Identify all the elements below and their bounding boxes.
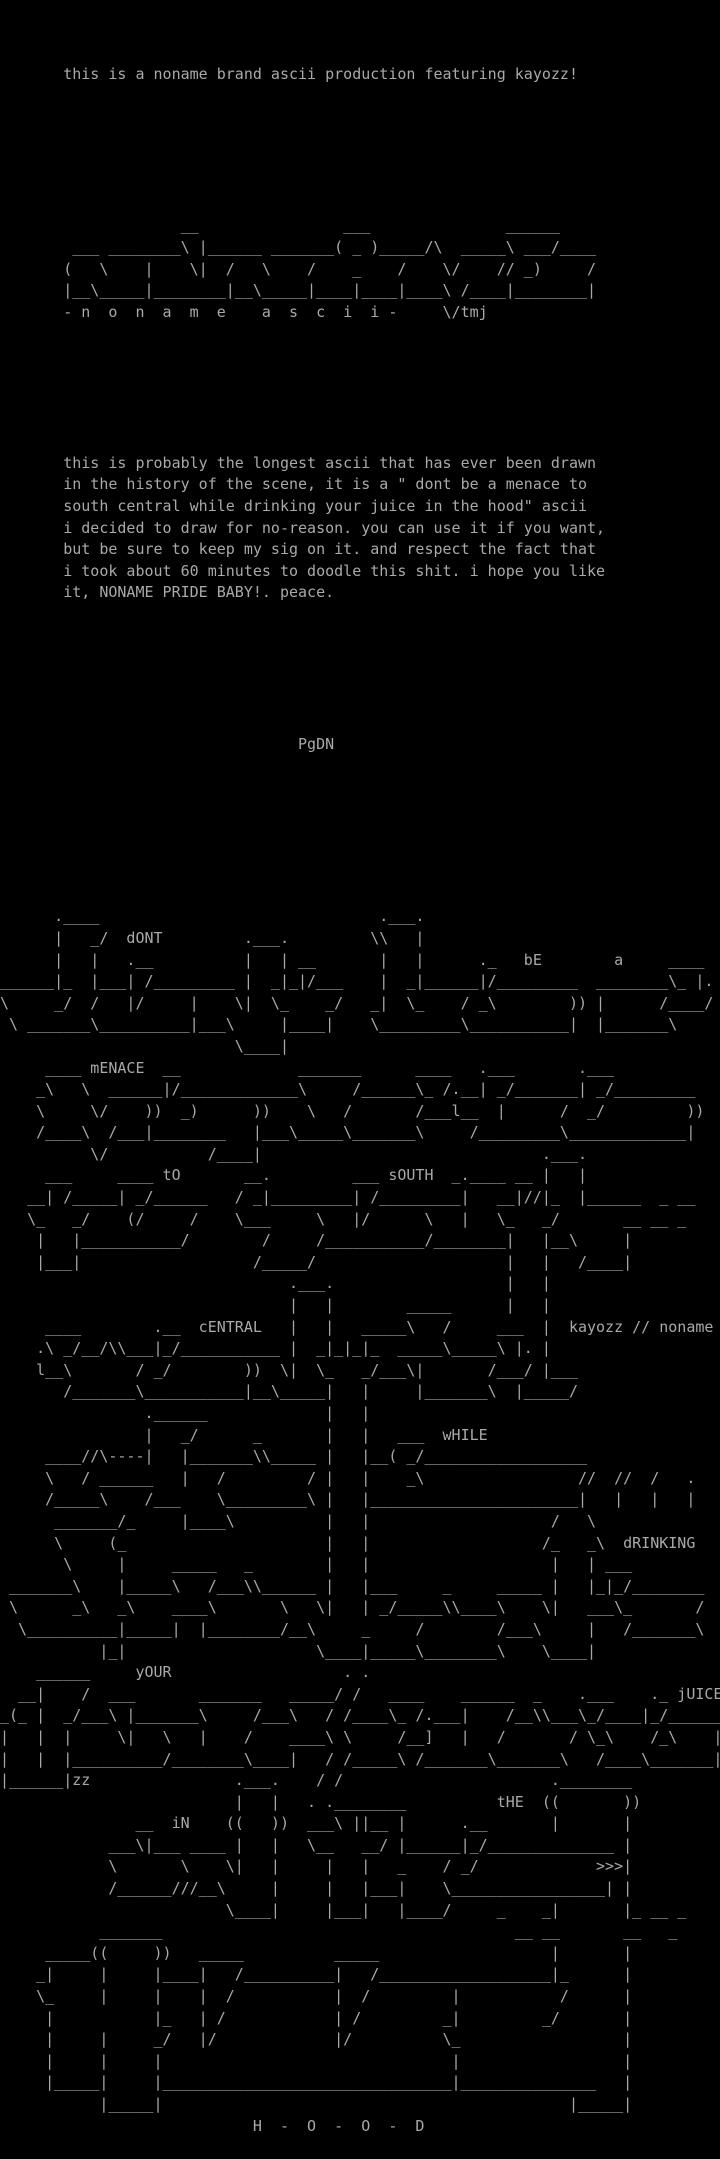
- art-line: |______|zz .___. / / .________: [0, 1771, 633, 1790]
- paragraph-line: i took about 60 minutes to doodle this s…: [0, 561, 606, 580]
- art-line: /_____\ /___ \_________\ | |____________…: [0, 1490, 696, 1509]
- art-line: | | _/ |/ |/ \_ |: [0, 2030, 633, 2049]
- ascii-art-hood: .____ .___. | _/ dONT .___. \\ | | | .__…: [0, 906, 720, 2137]
- art-line: |_____| |_______________________________…: [0, 2073, 633, 2092]
- art-line: | |_ | / | / _| _/ |: [0, 2008, 633, 2027]
- art-line: \/ /____| .___.: [0, 1144, 587, 1163]
- art-line: __| / ___ _______ _____/ / ____ ______ _…: [0, 1684, 720, 1703]
- art-line: ______|_ |___| /_________ | _|_|/___ | _…: [0, 972, 714, 991]
- art-line: l__\ / _/ )) \| \_ _/___\| /___/ |___: [0, 1360, 578, 1379]
- art-line: ___ ____ tO __. ___ sOUTH _.____ __ | |: [0, 1166, 587, 1185]
- art-line: | | _____ | |: [0, 1296, 551, 1315]
- art-line: \_ | | | / | / | / |: [0, 1987, 633, 2006]
- art-line: |___| /_____/ | | /____|: [0, 1252, 633, 1271]
- logo-line: - n o n a m e a s c i i - \/tmj: [0, 302, 488, 321]
- blank-space: [0, 647, 720, 690]
- art-line: | | .__ | | __ | | ._ bE a ____: [0, 950, 705, 969]
- art-line: \ (_ | | /_ _\ dRINKING: [0, 1533, 696, 1552]
- art-line: /____\ /___|________ |___\_____\_______\…: [0, 1123, 696, 1142]
- art-line: .___. | |: [0, 1274, 551, 1293]
- art-line: __ iN (( )) ___\ ||__ | .__ | |: [0, 1814, 633, 1833]
- paragraph-line: this is probably the longest ascii that …: [0, 453, 597, 472]
- art-line: | | |__________/________\____| / /_____\…: [0, 1749, 720, 1768]
- logo-line: __ ___ ______: [0, 216, 560, 235]
- art-line: \_ _/ (/ / \___ \ |/ \ | \_ _/ __ __ _: [0, 1209, 687, 1228]
- paragraph-line: it, NONAME PRIDE BABY!. peace.: [0, 583, 335, 602]
- logo-line: ___ ________\ |______ _______( _ )_____/…: [0, 237, 597, 256]
- art-line: |_____| |_____|: [0, 2095, 633, 2114]
- paragraph-line: south central while drinking your juice …: [0, 497, 587, 516]
- art-line: \____|: [0, 1036, 289, 1055]
- art-line: _| | |____| /__________| /______________…: [0, 1965, 633, 1984]
- art-line: \ \/ )) _) )) \ / /___l__ | / _/ )): [0, 1101, 705, 1120]
- art-line: | | | | |: [0, 2051, 633, 2070]
- noname-logo: __ ___ ______ ___ ________\ |______ ____…: [0, 215, 720, 323]
- paragraph-line: in the history of the scene, it is a " d…: [0, 475, 587, 494]
- art-line: .\ _/__/\\___|_/___________ | _|_|_|_ __…: [0, 1339, 551, 1358]
- logo-line: ( \ | \| / \ / _ / \/ // _) /: [0, 259, 597, 278]
- description-paragraph: this is probably the longest ascii that …: [0, 453, 720, 604]
- art-line: | _/ dONT .___. \\ |: [0, 928, 425, 947]
- art-line: \____| |___| |____/ _ _| |_ __ _: [0, 1900, 687, 1919]
- art-line: _\ \ ______|/_____________\ /______\_ /.…: [0, 1080, 696, 1099]
- art-line: |_| \____|_____\________\ \____|: [0, 1641, 597, 1660]
- blank-space: [0, 129, 720, 172]
- art-line: ______ yOUR . .: [0, 1663, 371, 1682]
- art-line: .______ | |: [0, 1404, 371, 1423]
- blank-space: [0, 798, 720, 863]
- art-line: /______///__\ | | |___| \_______________…: [0, 1879, 633, 1898]
- art-line: \ / ______ | / / | | _\ // // / .: [0, 1468, 696, 1487]
- logo-line: |__\_____|________|__\_____|____|____|__…: [0, 281, 597, 300]
- art-line: /_______\___________|__\_____| | |______…: [0, 1382, 578, 1401]
- art-line: H - O - O - D: [0, 2116, 425, 2135]
- art-line: | |___________/ / /___________/________|…: [0, 1231, 633, 1250]
- intro-line: this is a noname brand ascii production …: [0, 65, 578, 84]
- art-line: .____ .___.: [0, 907, 425, 926]
- ascii-document-viewer: this is a noname brand ascii production …: [0, 65, 720, 2135]
- art-line: ____//\----| |_______\\_____ | |__( _/__…: [0, 1447, 587, 1466]
- art-line: __| /_____| _/______ / _|_________| /___…: [0, 1188, 696, 1207]
- art-line: | | . .________ tHE (( )): [0, 1792, 642, 1811]
- paragraph-line: i decided to draw for no-reason. you can…: [0, 518, 606, 537]
- art-line: _(_ | _/___\ |_______\ /___\ / /____\_ /…: [0, 1706, 720, 1725]
- art-line: \ _\ _\ ____\ \ \| | _/_____\\____\ \| _…: [0, 1598, 705, 1617]
- art-line: | | | \| \ | / ____\ \ /__] | / / \_\ /_…: [0, 1727, 720, 1746]
- paragraph-line: but be sure to keep my sig on it. and re…: [0, 540, 597, 559]
- art-line: \__________|_____| |________/__\ _ / /__…: [0, 1619, 705, 1638]
- art-line: _______\ |_____\ /___\\______ | |___ _ _…: [0, 1576, 705, 1595]
- art-line: _______ __ __ __ _: [0, 1922, 678, 1941]
- page-down-prompt[interactable]: PgDN: [0, 734, 335, 753]
- art-line: \ | _____ _ | | | | ___: [0, 1555, 633, 1574]
- art-line: \ _/ / |/ | \| \_ _/ _| \_ / _\ )) | /__…: [0, 993, 714, 1012]
- art-line: ____ mENACE __ _______ ____ .___ .___: [0, 1058, 615, 1077]
- art-line: ___\|___ ____ | | \__ __/ |______|_/____…: [0, 1835, 633, 1854]
- art-line: _____(( )) _____ _____ | |: [0, 1943, 633, 1962]
- art-line: \ \ \| | | | _ / _/ >>>|: [0, 1857, 633, 1876]
- blank-space: [0, 367, 720, 410]
- art-line: | _/ _ | | ___ wHILE: [0, 1425, 488, 1444]
- art-line: _______/_ |____\ | | / \: [0, 1511, 597, 1530]
- art-line: \ _______\__________|___\ |____| \______…: [0, 1015, 678, 1034]
- art-line: ____ .__ cENTRAL | | _____\ / ___ | kayo…: [0, 1317, 714, 1336]
